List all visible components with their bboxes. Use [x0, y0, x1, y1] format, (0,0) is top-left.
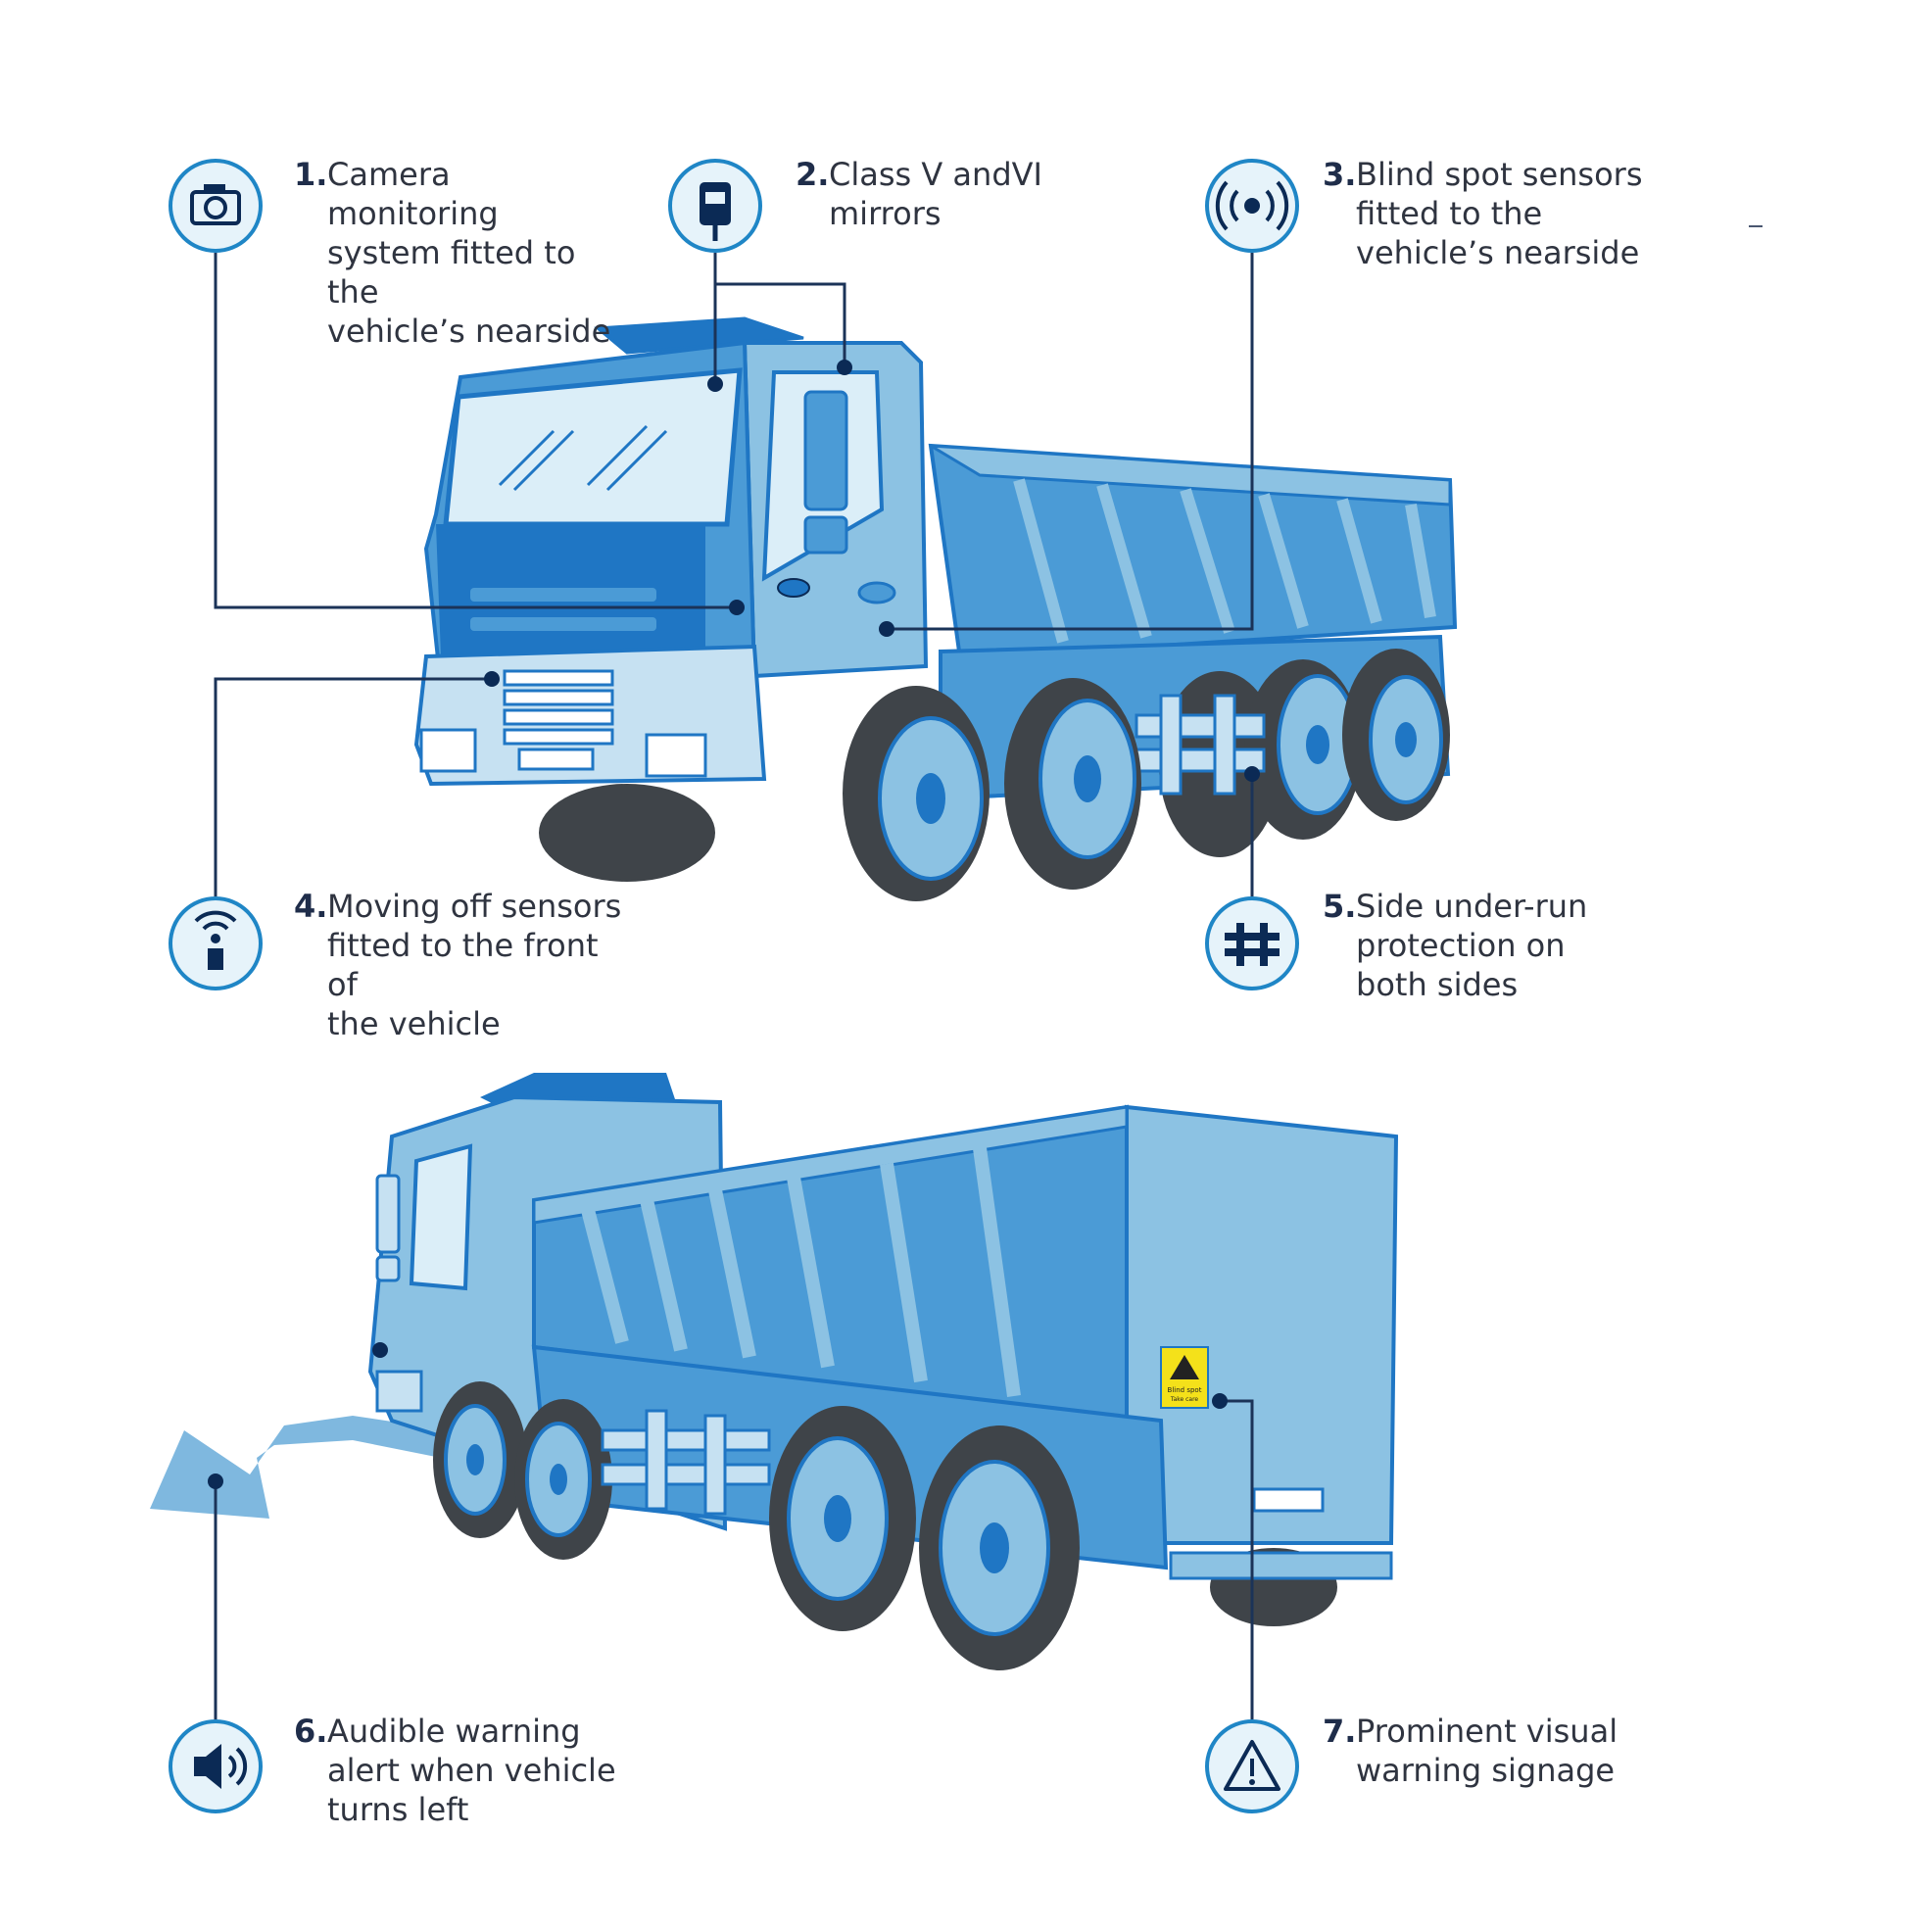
number-plate: [517, 748, 595, 771]
leader-line-2: [713, 253, 846, 367]
lower-mirror: [375, 1255, 401, 1282]
feature-label-2: 2. Class V andVI mirrors: [796, 155, 1129, 233]
tipper-rear: [1125, 1104, 1399, 1545]
grille-slot: [470, 617, 656, 631]
feature-label-5: 5. Side under-run protection on both sid…: [1323, 887, 1656, 1004]
feature-label-3: 3. Blind spot sensors fitted to the vehi…: [1323, 155, 1656, 272]
tipper-ribs: [1013, 478, 1436, 644]
feature-label-7: 7. Prominent visual warning signage: [1323, 1712, 1656, 1790]
front-wheels: [539, 686, 990, 901]
grille-slot: [470, 588, 656, 602]
mirror-icon: [668, 159, 762, 253]
proximity-sensor-icon: [169, 896, 263, 990]
tipper-ribs: [581, 1147, 1021, 1397]
warning-triangle-icon: [1205, 1719, 1299, 1813]
sign-triangle-icon: [1170, 1355, 1199, 1379]
wheels: [433, 1381, 1337, 1670]
rear-plate: [1252, 1487, 1325, 1513]
leader-line-1: [214, 253, 737, 609]
tipper-top-rim: [532, 1105, 1129, 1225]
icon-badges: [169, 159, 1299, 1813]
sign-text-line2: Take care: [1170, 1396, 1199, 1403]
feature-number: 4.: [294, 888, 328, 925]
windscreen: [443, 367, 743, 527]
headlight: [419, 728, 477, 773]
speaker-icon: [169, 1719, 263, 1813]
leader-line-4: [214, 677, 492, 896]
underrun-guard-icon: [1205, 896, 1299, 990]
bumper-grille: [503, 669, 614, 746]
feature-text: Blind spot sensors fitted to the vehicle…: [1356, 156, 1643, 271]
feature-text: Moving off sensors fitted to the front o…: [327, 888, 622, 1042]
leader-line-3: [887, 253, 1254, 631]
rear-truck: Blind spot Take care: [150, 1073, 1399, 1670]
step-lights: [375, 1370, 423, 1413]
headlight: [645, 733, 707, 778]
feature-label-6: 6. Audible warning alert when vehicle tu…: [294, 1712, 627, 1829]
leader-lines: [214, 253, 1254, 1719]
feature-text: Side under-run protection on both sides: [1356, 888, 1588, 1003]
door-handle: [857, 581, 896, 604]
feature-label-4: 4. Moving off sensors fitted to the fron…: [294, 887, 627, 1043]
feature-number: 2.: [796, 156, 830, 193]
radar-sensor-icon: [1205, 159, 1299, 253]
leader-line-7: [1220, 1399, 1254, 1719]
feature-text: Class V andVI mirrors: [829, 156, 1042, 232]
windscreen-glare: [498, 424, 668, 492]
turn-arrow: [150, 1416, 451, 1519]
cab-roof: [594, 316, 804, 355]
camera-unit: [777, 578, 810, 598]
middle-wheels: [1004, 678, 1141, 890]
tipper-body-top: [930, 444, 1452, 507]
feature-number: 7.: [1323, 1713, 1357, 1750]
feature-number: 3.: [1323, 156, 1357, 193]
feature-text: Prominent visual warning signage: [1356, 1713, 1618, 1789]
stray-dash-mark: [1749, 225, 1763, 227]
side-mirror: [375, 1174, 401, 1254]
feature-label-1: 1. Camera monitoring system fitted to th…: [294, 155, 627, 351]
camera-icon: [169, 159, 263, 253]
feature-number: 6.: [294, 1713, 328, 1750]
feature-text: Camera monitoring system fitted to the v…: [327, 156, 611, 350]
feature-number: 1.: [294, 156, 328, 193]
front-truck: [413, 316, 1458, 901]
rear-bumper: [1169, 1551, 1393, 1580]
cab-window: [409, 1143, 473, 1291]
side-underrun-guard: [601, 1409, 771, 1516]
lower-mirror: [803, 515, 848, 555]
leader-dots: [208, 360, 1260, 1489]
feature-text: Audible warning alert when vehicle turns…: [327, 1713, 616, 1828]
side-mirror: [803, 390, 848, 511]
sign-text-line1: Blind spot: [1168, 1386, 1202, 1394]
side-underrun-guard: [1135, 694, 1266, 796]
feature-number: 5.: [1323, 888, 1357, 925]
